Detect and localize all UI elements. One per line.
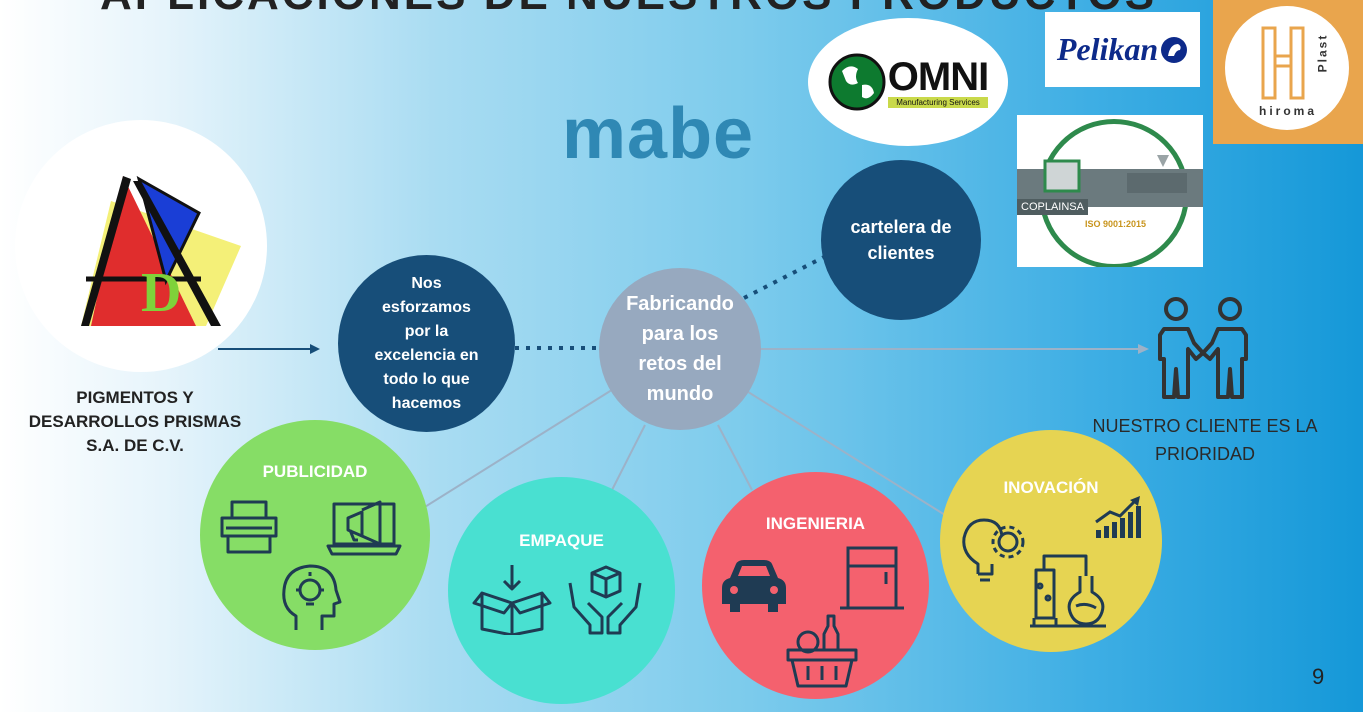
line-publicidad [419,387,616,511]
laptop-megaphone-icon [326,500,402,556]
growth-chart-icon [1095,496,1141,538]
client-priority-line: PRIORIDAD [1154,444,1255,464]
refrigerator-icon [840,546,904,610]
line-ingenieria [717,424,753,491]
center-line: mundo [646,383,714,405]
page-number: 9 [1312,664,1325,689]
hiroma-plast-text: Plast [1315,33,1330,73]
publicidad-label: PUBLICIDAD [262,462,368,481]
company-name-line: S.A. DE C.V. [86,436,184,455]
center-line: retos del [638,353,722,375]
center-line: para los [641,323,719,345]
slide-title: APLICACIONES DE NUESTROS PRODUCTOS [100,0,1200,14]
empaque-label: EMPAQUE [519,531,604,550]
globe-icon [828,53,886,111]
effort-line: hacemos [391,394,462,412]
omni-subtitle: Manufacturing Services [887,96,989,108]
hiroma-name: hiroma [1259,104,1318,118]
handshake-people-icon [1158,297,1248,399]
effort-circle: Nos esforzamos por la excelencia en todo… [338,255,515,432]
inovacion-circle: INOVACIÓN [940,430,1162,652]
clients-billboard-line: clientes [867,243,935,263]
lightbulb-gear-icon [962,518,1025,582]
ingenieria-label: INGENIERIA [765,514,866,533]
company-name-line: PIGMENTOS Y [76,388,194,407]
prismas-logo-icon: D [81,175,241,326]
center-circle: Fabricando para los retos del mundo [599,268,761,430]
ingenieria-circle: INGENIERIA [702,472,929,699]
car-icon [722,560,786,612]
pelikan-logo: Pelikan [1045,12,1200,87]
box-download-icon [472,565,552,635]
center-line: Fabricando [626,293,734,315]
client-priority-line: NUESTRO CLIENTE ES LA [1092,416,1318,436]
coplainsa-name: COPLAINSA [1017,199,1088,215]
clients-billboard-circle: cartelera de clientes [821,160,981,320]
effort-text: Nos esforzamos por la excelencia en todo… [374,272,478,416]
company-name: PIGMENTOS Y DESARROLLOS PRISMAS S.A. DE … [20,386,250,458]
empaque-circle: EMPAQUE [448,477,675,704]
coplainsa-logo: COPLAINSA ISO 9001:2015 [1017,115,1203,267]
hiroma-plast-logo: hiroma Plast [1213,0,1363,144]
laboratory-flask-icon [1030,554,1106,628]
line-empaque [611,424,646,491]
clients-billboard-line: cartelera de [850,217,952,237]
effort-line: excelencia en [374,346,479,364]
arrow-head [310,344,320,354]
company-logo: D [15,120,267,372]
company-name-line: DESARROLLOS PRISMAS [28,412,242,431]
inovacion-label: INOVACIÓN [1003,478,1099,497]
dotted-line-clients [743,254,827,300]
head-lightbulb-icon [282,564,342,630]
clients-billboard-text: cartelera de clientes [850,214,951,266]
effort-line: todo lo que [383,370,470,388]
svg-text:D: D [141,262,181,324]
coplainsa-iso: ISO 9001:2015 [1085,219,1147,229]
omni-name: OMNI [887,54,989,99]
client-priority-text: NUESTRO CLIENTE ES LA PRIORIDAD [1090,412,1320,468]
effort-line: Nos [411,274,442,292]
effort-line: por la [404,322,449,340]
hiroma-circle: hiroma Plast [1225,6,1349,130]
omni-logo: OMNI Manufacturing Services [808,18,1008,146]
publicidad-circle: PUBLICIDAD [200,420,430,650]
pelican-icon [1161,36,1188,63]
mabe-logo: mabe [562,94,755,174]
pelikan-name: Pelikan [1056,31,1159,67]
hands-box-icon [568,565,642,635]
effort-line: esforzamos [382,298,471,316]
omni-logo-content: OMNI Manufacturing Services [828,53,989,111]
center-text: Fabricando para los retos del mundo [626,289,734,409]
line-inovacion [744,389,946,516]
printer-icon [220,500,278,554]
arrow-head-client [1138,344,1149,354]
hiroma-h-icon [1261,26,1305,100]
basket-icon [786,614,858,688]
